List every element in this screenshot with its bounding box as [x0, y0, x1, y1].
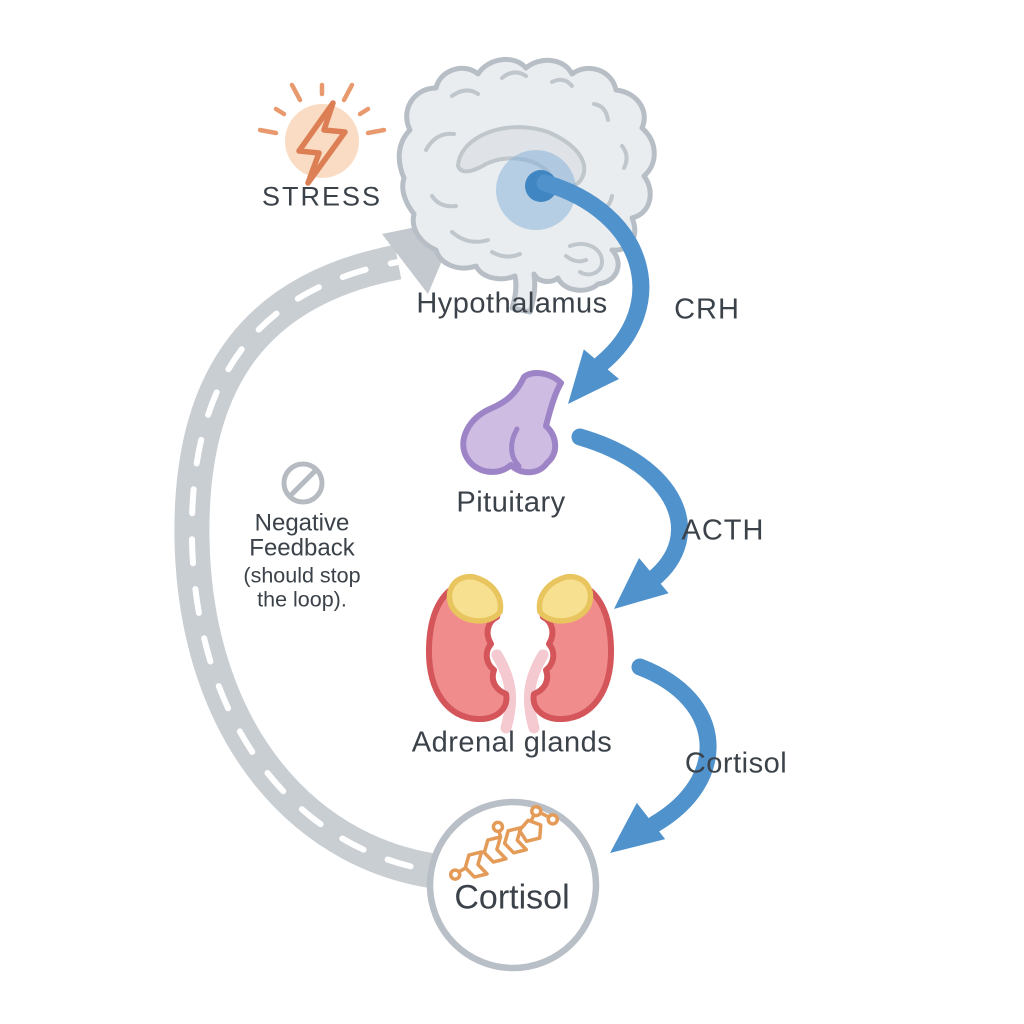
negative-feedback-title: Negative Feedback — [249, 509, 355, 562]
stress-rays — [257, 82, 387, 136]
brain-icon — [396, 57, 657, 315]
prohibition-icon — [281, 461, 325, 505]
ureter — [491, 649, 517, 734]
stress-icon — [257, 82, 387, 186]
pituitary-label: Pituitary — [456, 486, 566, 519]
negative-feedback-note: (should stop the loop). — [243, 563, 361, 611]
negative-feedback-text: Negative Feedback (should stop the loop)… — [243, 510, 360, 611]
cortisol-node-circle — [426, 798, 600, 972]
cortisol-hormone-label: Cortisol — [684, 747, 788, 780]
stress-circle-bg — [285, 104, 359, 178]
acth-arrow — [571, 428, 688, 609]
acth-label: ACTH — [681, 514, 765, 547]
crh-arrow — [536, 174, 650, 404]
stress-label: STRESS — [261, 181, 383, 212]
adrenal-cap — [446, 573, 504, 624]
lightning-bolt-icon — [296, 100, 348, 186]
pituitary-cleft — [509, 426, 522, 469]
hypothalamus-label: Hypothalamus — [416, 287, 608, 320]
adrenal-glands-label: Adrenal glands — [411, 726, 613, 759]
cortisol-node-label: Cortisol — [454, 878, 570, 917]
crh-label: CRH — [674, 293, 740, 326]
steroid-molecule-icon — [448, 804, 560, 881]
feedback-dashes — [188, 259, 453, 876]
kidneys-adrenal-glands-icon — [425, 573, 611, 734]
cortisol-arrow — [610, 658, 717, 853]
pituitary-gland-icon — [460, 370, 564, 476]
